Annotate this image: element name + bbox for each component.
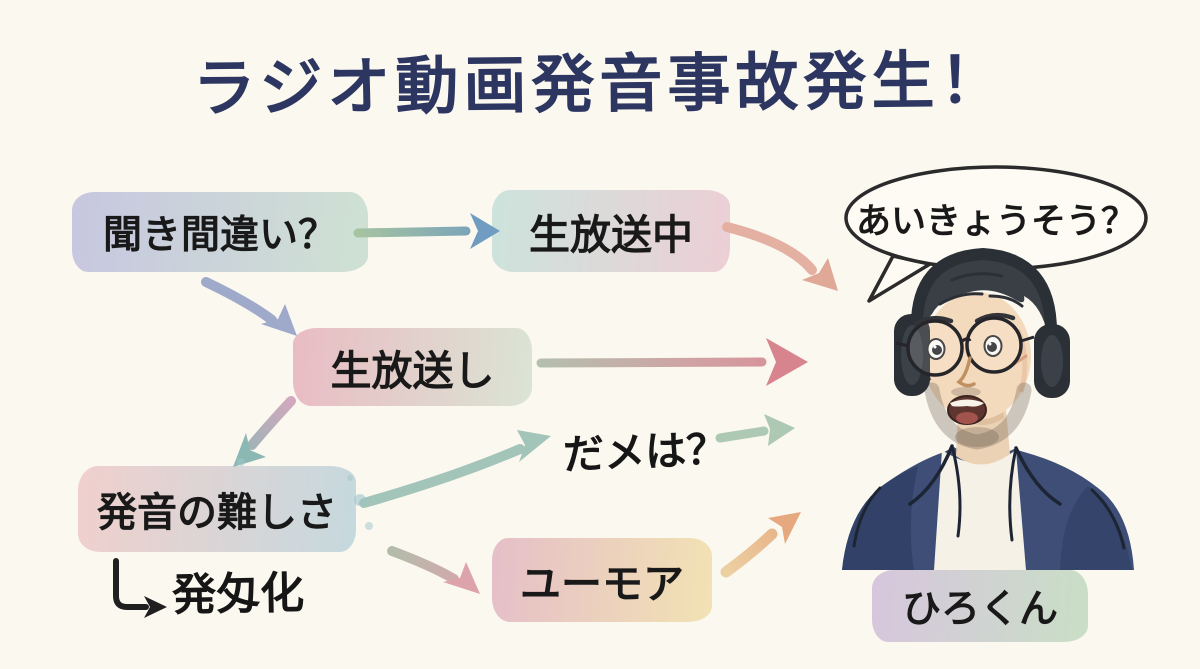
arrow-mishearing-to-live-icon [201,277,297,336]
flow-node-live-broadcast: 生放送し [293,328,532,406]
flow-node-label: 生放送し [330,347,495,395]
arrow-mishearing-to-live-now-icon [353,213,500,249]
mouth [947,395,987,425]
flow-node-label: ユーモア [520,560,684,608]
character-name-tag: ひろくん [872,570,1088,642]
annotation-hatsumonka: 発匁化 [171,567,305,622]
hook-arrow-icon [113,558,167,618]
blazer [842,447,1134,570]
speech-bubble-text: あいきょうそう？ [855,201,1136,242]
arrow-live-now-to-character-icon [722,222,838,291]
headphone-right-cup [1034,324,1070,398]
tshirt [934,450,1026,570]
arrow-pronunciation-to-dame-icon [359,430,551,508]
flow-node-mishearing: 聞き間違い？ [72,192,368,272]
stubble [924,382,1032,450]
flow-node-live-broadcast-now: 生放送中 [492,190,730,272]
arrow-humor-to-character-icon [720,512,801,578]
flow-node-label: 聞き間違い？ [102,213,337,258]
flow-node-pronunciation-difficulty: 発音の難しさ [78,466,356,552]
hirokun-illustration [842,247,1134,570]
face [923,292,1031,420]
arrow-pronunciation-to-humor-icon [387,546,480,594]
flow-node-label: 生放送中 [529,211,693,259]
flow-node-label: 発音の難しさ [97,490,337,536]
annotation-dame-question: だメは？ [562,425,728,479]
arrow-live-to-character-icon [536,338,808,386]
flow-node-humor: ユーモア [492,538,712,622]
arrow-live-to-pronunciation-icon [233,396,296,467]
arrow-dame-onward-icon [715,414,795,446]
nose [956,356,976,388]
page-title: ラジオ動画発音事故発生！ [192,43,1008,126]
character-name-label: ひろくん [901,587,1058,632]
glasses [906,316,1023,377]
neck [956,410,1010,465]
headphone-left-cup [894,314,930,396]
